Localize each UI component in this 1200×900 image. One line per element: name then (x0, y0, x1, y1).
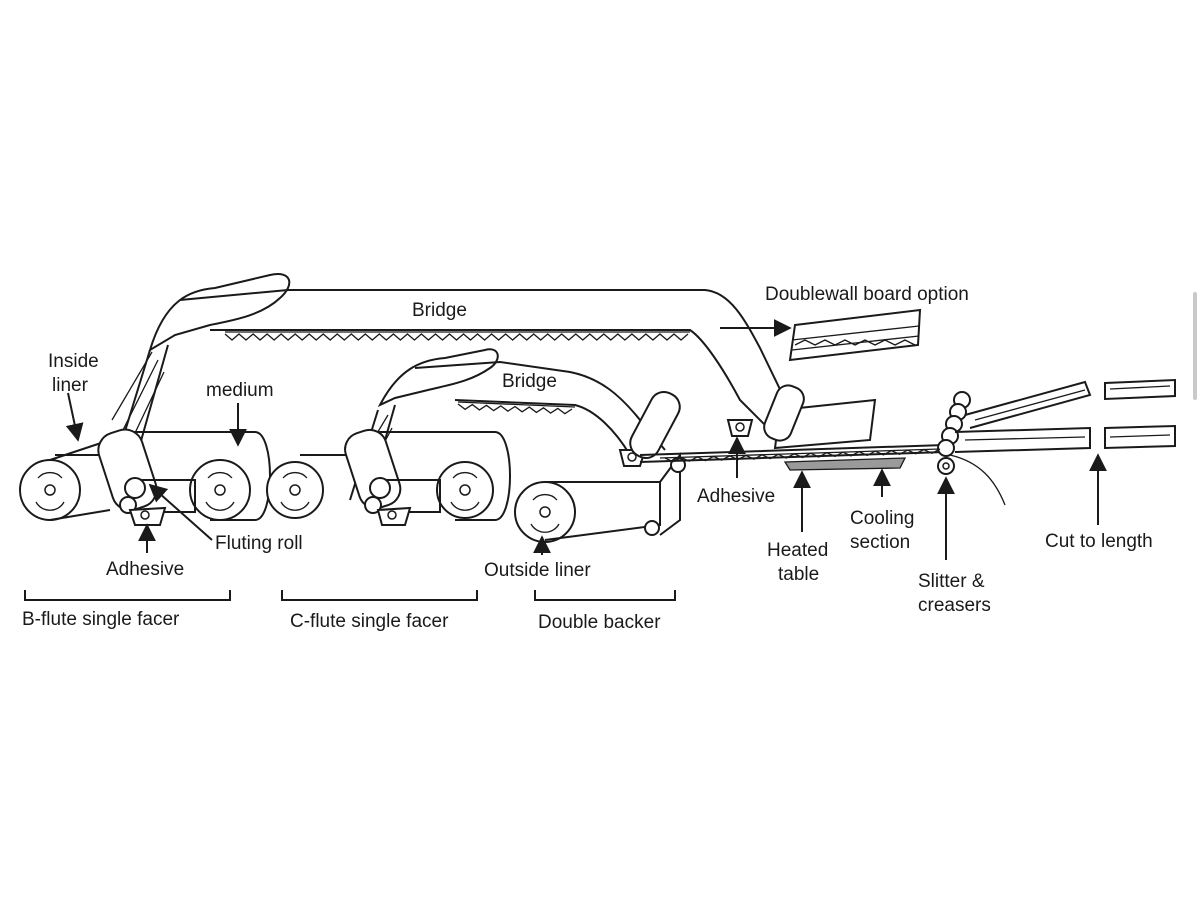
upper-bridge-web (109, 273, 791, 481)
cut-to-length-label: Cut to length (1045, 531, 1153, 552)
upper-flute-zigzag (224, 333, 689, 341)
inside-liner-label-2: liner (52, 375, 89, 396)
brace-b-flute (24, 590, 231, 601)
fluting-roll-label: Fluting roll (215, 533, 303, 554)
doublewall-board-stack (788, 308, 922, 362)
arrows (65, 319, 1107, 560)
c-flute-section-label: C-flute single facer (290, 611, 449, 632)
cooling-label-1: Cooling (850, 508, 914, 529)
board-line (639, 384, 946, 471)
bridge-lower-label: Bridge (502, 371, 557, 392)
brace-c-flute (281, 590, 478, 601)
section-braces (24, 590, 676, 601)
lower-flute-zigzag (457, 403, 573, 415)
heated-table-label-1: Heated (767, 540, 828, 561)
double-backer-section-label: Double backer (538, 612, 661, 633)
c-fluting-gear-icon (369, 477, 391, 499)
doublewall-label: Doublewall board option (765, 284, 969, 305)
heated-table (783, 457, 907, 471)
labels: Bridge Bridge Doublewall board option In… (22, 284, 1153, 633)
slitter-label-2: creasers (918, 595, 991, 616)
outside-liner-label: Outside liner (484, 560, 591, 581)
brace-double-backer (534, 590, 676, 601)
fluting-gear-icon (124, 477, 146, 499)
cooling-label-2: section (850, 532, 910, 553)
adhesive-db-label: Adhesive (697, 486, 775, 507)
slitter-creasers (937, 378, 1176, 506)
scrollbar[interactable] (1193, 292, 1197, 400)
c-flute-single-facer (266, 428, 511, 526)
board-flute-zigzag (664, 448, 941, 463)
b-flute-single-facer (19, 428, 271, 526)
bridge-upper-label: Bridge (412, 300, 467, 321)
arrow-icon (65, 392, 84, 442)
slitter-label-1: Slitter & (918, 571, 985, 592)
adhesive-b-label: Adhesive (106, 559, 184, 580)
medium-label: medium (206, 380, 274, 401)
heated-table-label-2: table (778, 564, 819, 585)
inside-liner-label-1: Inside (48, 351, 99, 372)
arrow-icon (148, 483, 213, 541)
b-flute-section-label: B-flute single facer (22, 609, 180, 630)
double-backer (514, 390, 754, 543)
